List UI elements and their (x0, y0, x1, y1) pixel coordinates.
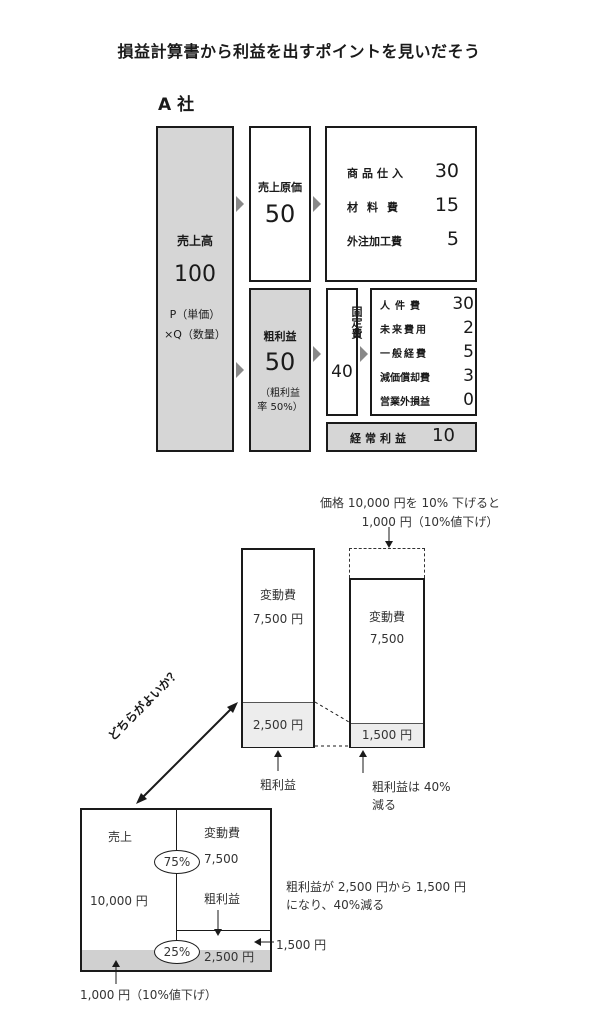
before-cut-column: 変動費 7,500 円 2,500 円 (241, 548, 315, 748)
summary-side-value: 1,500 円 (276, 938, 327, 952)
cogs-item-label: 商品仕入 (347, 167, 407, 180)
fixed-item: 未来費用 2 (380, 318, 474, 338)
result-note: 粗利益が 2,500 円から 1,500 円 (286, 880, 466, 894)
sales-box: 売上高 100 P（単価） ×Q（数量） (156, 126, 234, 452)
fixed-item-value: 30 (452, 294, 474, 314)
arrow-right-icon (313, 196, 321, 212)
arrow-up-icon (274, 750, 282, 757)
gross-profit-label: 粗利益 (263, 330, 297, 343)
arrow-right-icon (236, 196, 244, 212)
arrow-right-icon (360, 346, 368, 362)
summary-box: 売上 10,000 円 変動費 7,500 粗利益 2,500 円 75% 25… (80, 808, 272, 972)
fixed-items-box: 人件費 30 未来費用 2 一般経費 5 減価償却費 3 営業外損益 0 (370, 288, 477, 416)
after-var-label: 変動費 (368, 610, 405, 624)
ordinary-profit-label: 経常利益 (350, 432, 410, 445)
gross-profit-rate: 率 50%） (257, 402, 303, 413)
company-label: A 社 (158, 95, 195, 115)
cogs-item-value: 15 (434, 194, 459, 216)
fixed-item-label: 営業外損益 (380, 397, 430, 408)
cogs-item-value: 30 (434, 160, 459, 182)
variable-cost-ratio: 75% (154, 850, 200, 874)
cogs-item: 材料費 15 (347, 194, 459, 216)
cogs-item: 商品仕入 30 (347, 160, 459, 182)
sales-formula-quantity: ×Q（数量） (164, 328, 226, 341)
summary-var-value: 7,500 (204, 852, 239, 866)
cogs-item-label: 外注加工費 (347, 235, 402, 248)
divider-horizontal (176, 930, 270, 931)
fixed-item-value: 0 (463, 390, 474, 410)
fixed-item: 減価償却費 3 (380, 366, 474, 386)
before-gp-value: 2,500 円 (252, 718, 304, 732)
summary-sales-value: 10,000 円 (90, 894, 148, 908)
cogs-item-value: 5 (446, 228, 459, 250)
arrow-left-icon (254, 938, 261, 946)
arrow-right-icon (236, 362, 244, 378)
after-gp-caption: 粗利益は 40% (372, 780, 451, 794)
ordinary-profit-box: 経常利益 10 (326, 422, 477, 452)
arrow-right-icon (313, 346, 321, 362)
arrow-up-icon (112, 960, 120, 967)
gross-profit-ratio: 25% (154, 940, 200, 964)
fixed-item-value: 3 (463, 366, 474, 386)
after-cut-column: 変動費 7,500 1,500 円 (349, 578, 425, 748)
sales-value: 100 (174, 262, 216, 287)
fixed-item-label: 人件費 (380, 301, 425, 312)
before-gross-profit-band (243, 702, 313, 747)
after-gp-value: 1,500 円 (361, 728, 413, 742)
summary-gp-value: 2,500 円 (204, 950, 255, 964)
price-cut-amount: 1,000 円（10%値下げ） (361, 515, 499, 529)
sales-formula-price: P（単価） (169, 308, 221, 321)
summary-gp-label: 粗利益 (204, 892, 241, 906)
after-gp-caption-reduce: 減る (372, 798, 397, 812)
sales-label: 売上高 (176, 234, 213, 248)
before-var-value: 7,500 円 (252, 612, 304, 626)
page-title: 損益計算書から利益を出すポイントを見いだそう (117, 42, 481, 61)
after-gross-profit-band (351, 723, 423, 747)
arrow-down-left-icon (136, 793, 147, 804)
cogs-item-label: 材料費 (347, 201, 407, 214)
cost-of-sales-label: 売上原価 (258, 181, 302, 194)
price-cut-dashed-area (349, 548, 425, 578)
summary-sales-label: 売上 (108, 830, 133, 844)
gross-profit-note: （粗利益 (260, 388, 300, 399)
dashed-connector-top (314, 701, 350, 723)
fixed-item-label: 減価償却費 (380, 373, 430, 384)
fixed-cost-value: 40 (331, 362, 353, 382)
arrow-down-icon (385, 541, 393, 548)
comparison-arrow-line (139, 705, 235, 801)
cogs-item: 外注加工費 5 (347, 228, 459, 250)
summary-var-label: 変動費 (204, 826, 241, 840)
price-cut-note: 価格 10,000 円を 10% 下げると (320, 496, 500, 510)
before-var-label: 変動費 (259, 588, 296, 602)
cogs-items-box: 商品仕入 30 材料費 15 外注加工費 5 (325, 126, 477, 282)
cost-of-sales-box: 売上原価 50 (249, 126, 311, 282)
fixed-cost-box: 固定費 40 (326, 288, 363, 416)
before-gp-caption: 粗利益 (259, 778, 296, 792)
fixed-item: 人件費 30 (380, 294, 474, 314)
fixed-item-value: 5 (463, 342, 474, 362)
arrow-down-icon (214, 929, 222, 936)
arrow-up-right-icon (227, 702, 238, 713)
fixed-cost-label: 固定費 (350, 305, 363, 339)
ordinary-profit-value: 10 (432, 425, 455, 446)
divider-vertical (176, 810, 177, 950)
fixed-item: 一般経費 5 (380, 342, 474, 362)
fixed-item-value: 2 (463, 318, 474, 338)
result-note-reduce: になり、40%減る (286, 898, 385, 912)
summary-price-cut-note: 1,000 円（10%値下げ） (80, 988, 217, 1002)
gross-profit-value: 50 (264, 348, 296, 376)
arrow-up-icon (359, 750, 367, 757)
fixed-item: 営業外損益 0 (380, 390, 474, 410)
after-var-value: 7,500 (369, 632, 405, 646)
gross-profit-box: 粗利益 50 （粗利益 率 50%） (249, 288, 311, 452)
fixed-item-label: 未来費用 (380, 325, 428, 336)
cost-of-sales-value: 50 (264, 200, 296, 228)
fixed-item-label: 一般経費 (380, 349, 428, 360)
